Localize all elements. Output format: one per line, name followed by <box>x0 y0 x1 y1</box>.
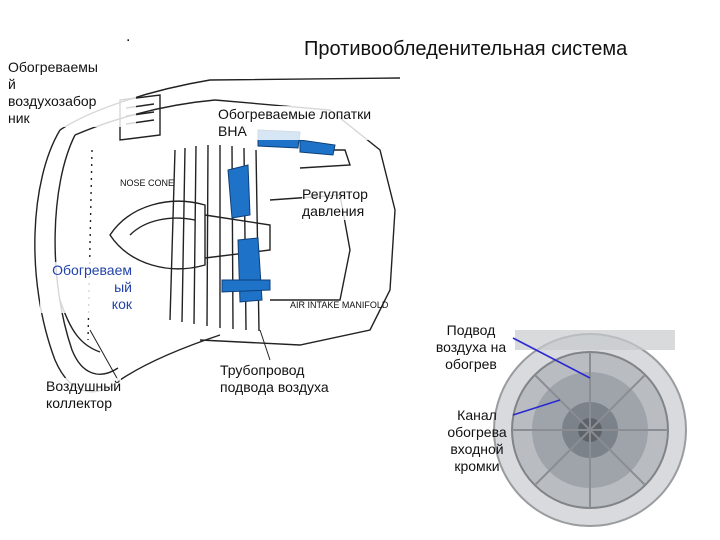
label-heated-intake: Обогреваемы й воздухозабор ник <box>8 59 136 127</box>
slide-title: Противообледенительная система <box>304 38 628 60</box>
label-air-manifold: Воздушный коллектор <box>46 378 122 412</box>
label-heated-cone: Обогреваем ый кок <box>40 262 132 313</box>
title-dot: . <box>126 28 131 45</box>
label-air-supply: Подвод воздуха на обогрев <box>435 322 507 372</box>
label-pressure-regulator: Регулятор давления <box>302 186 368 220</box>
leader-lines <box>89 329 271 381</box>
label-heated-vanes: Обогреваемые лопатки ВНА <box>218 106 372 140</box>
photo-pointers <box>512 337 591 416</box>
nose-cone-caption: NOSE CONE <box>120 178 174 188</box>
engine-photo <box>493 330 687 527</box>
label-edge-channel: Канал обогрева входной кромки <box>447 407 507 474</box>
air-intake-manifold-caption: AIR INTAKE MANIFOLD <box>290 300 389 310</box>
hot-air-ducts <box>221 129 336 303</box>
label-air-pipe: Трубопровод подвода воздуха <box>220 362 358 396</box>
